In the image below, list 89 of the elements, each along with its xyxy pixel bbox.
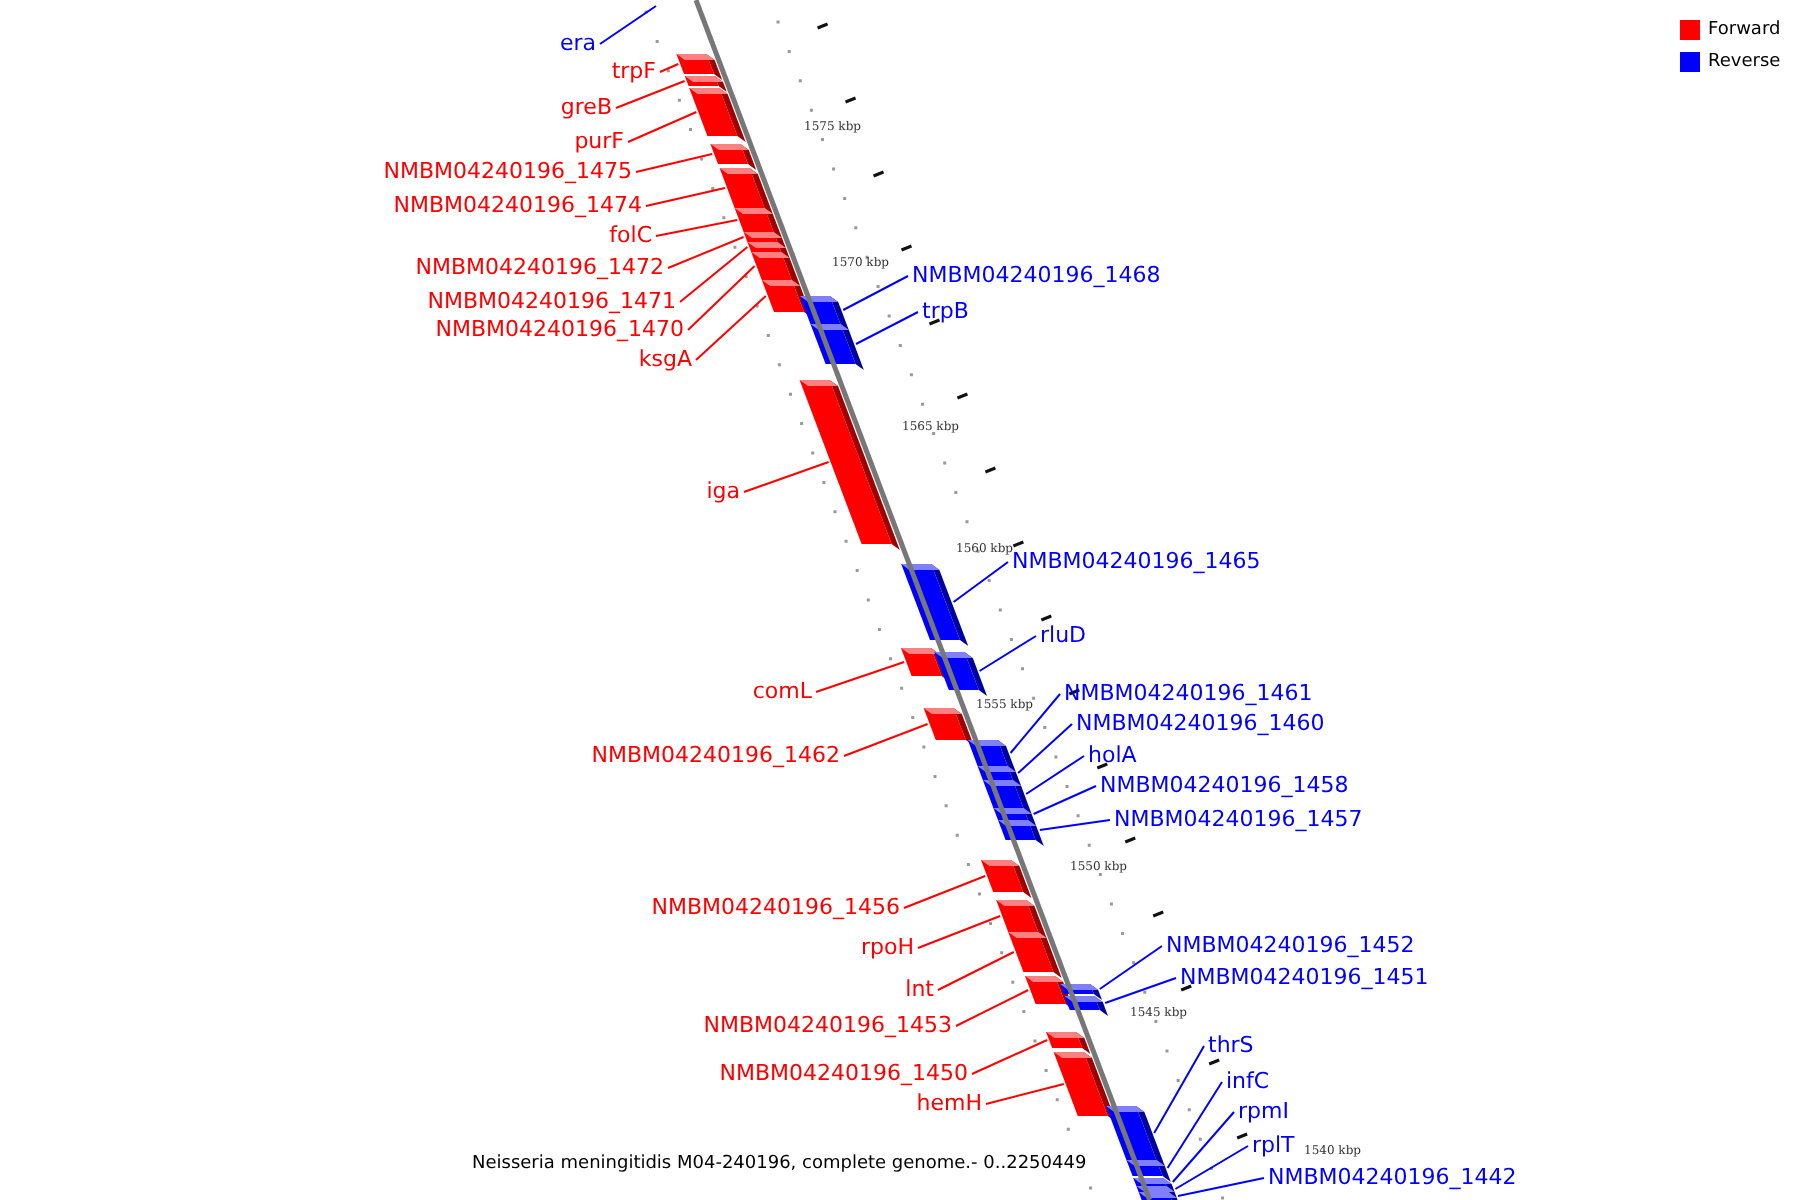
leader-line (1038, 819, 1111, 831)
leader-line (842, 275, 909, 311)
leader-line (985, 1083, 1065, 1105)
gene-label: holA (1088, 742, 1137, 770)
leader-line (1166, 1081, 1223, 1169)
leader-line (1174, 1145, 1249, 1190)
gene-label: rplT (1252, 1132, 1295, 1160)
leader-line (627, 111, 698, 143)
leader-line (1032, 785, 1097, 815)
leader-line (855, 311, 919, 345)
leader-line (952, 561, 1009, 603)
gene-label: NMBM04240196_1468 (912, 262, 1161, 290)
leader-line (1017, 723, 1073, 774)
gene-label: hemH (916, 1090, 982, 1118)
leader-line (1153, 1045, 1205, 1134)
gene-label: NMBM04240196_1442 (1268, 1164, 1517, 1192)
gene-label: trpF (611, 58, 656, 86)
gene-block (1138, 1192, 1180, 1200)
leader-line (1171, 1111, 1235, 1183)
leader-line (667, 236, 745, 269)
gene-label: NMBM04240196_1453 (703, 1012, 952, 1040)
leader-line (599, 5, 657, 45)
gene-label: ksgA (638, 346, 692, 374)
leader-line (1025, 755, 1085, 795)
gene-label: trpB (922, 298, 969, 326)
leader-line (971, 1039, 1049, 1075)
gene-label: NMBM04240196_1456 (651, 894, 900, 922)
leader-line (679, 246, 749, 303)
leader-line (917, 915, 1002, 949)
gene-label: infC (1226, 1068, 1270, 1096)
leader-line (655, 219, 739, 237)
gene-label: thrS (1208, 1032, 1254, 1060)
gene-label: lnt (905, 976, 934, 1004)
leader-line (1098, 945, 1163, 990)
leader-line (955, 989, 1030, 1027)
leader-line (843, 723, 929, 757)
legend-label: Forward (1708, 18, 1781, 44)
leader-line (743, 461, 830, 493)
gene-label: NMBM04240196_1457 (1114, 806, 1363, 834)
leader-line (978, 635, 1037, 672)
leader-line (635, 153, 714, 173)
gene-label: NMBM04240196_1470 (435, 316, 684, 344)
gene-block (689, 88, 746, 142)
leader-line (1009, 693, 1061, 754)
gene-label: NMBM04240196_1472 (415, 254, 664, 282)
gene-label: rpoH (860, 934, 914, 962)
legend-label: Reverse (1708, 50, 1781, 76)
gene-label: NMBM04240196_1461 (1064, 680, 1313, 708)
gene-block (923, 708, 974, 746)
gene-label: NMBM04240196_1462 (591, 742, 840, 770)
caption: Neisseria meningitidis M04-240196, complete genome.- 0..2250449 (472, 1154, 1087, 1176)
gene-block (901, 564, 969, 646)
gene-label: comL (752, 678, 812, 706)
leader-line (695, 295, 767, 361)
gene-label: NMBM04240196_1458 (1100, 772, 1349, 800)
leader-line (645, 187, 726, 207)
gene-label: NMBM04240196_1465 (1012, 548, 1261, 576)
leader-line (615, 80, 686, 109)
leader-line (687, 265, 756, 331)
gene-block (981, 860, 1032, 898)
gene-label: NMBM04240196_1475 (383, 158, 632, 186)
gene-block (810, 324, 864, 370)
leader-line (815, 661, 906, 693)
gene-label: NMBM04240196_1460 (1076, 710, 1325, 738)
gene-label: NMBM04240196_1451 (1180, 964, 1429, 992)
gene-label: NMBM04240196_1450 (719, 1060, 968, 1088)
gene-block (1008, 932, 1062, 978)
gene-block (799, 380, 900, 550)
gene-label: rpmI (1238, 1098, 1289, 1126)
leader-line (659, 63, 680, 73)
gene-block (710, 144, 757, 170)
gene-label: era (559, 30, 596, 58)
leader-line (1177, 1177, 1265, 1197)
gene-label: folC (609, 222, 652, 250)
gene-block (998, 820, 1044, 846)
gene-label: greB (560, 94, 612, 122)
leader-line (903, 875, 987, 909)
gene-label: iga (706, 478, 740, 506)
gene-label: purF (574, 128, 624, 156)
gene-label: NMBM04240196_1474 (393, 192, 642, 220)
gene-block (1064, 996, 1108, 1016)
leader-line (937, 951, 1015, 991)
gene-label: rluD (1040, 622, 1087, 650)
leader-line (1104, 977, 1177, 1004)
gene-block (1106, 1106, 1165, 1166)
gene-label: NMBM04240196_1471 (427, 288, 676, 316)
gene-block (934, 652, 987, 696)
gene-label: NMBM04240196_1452 (1166, 932, 1415, 960)
gene-block (1046, 1032, 1091, 1054)
